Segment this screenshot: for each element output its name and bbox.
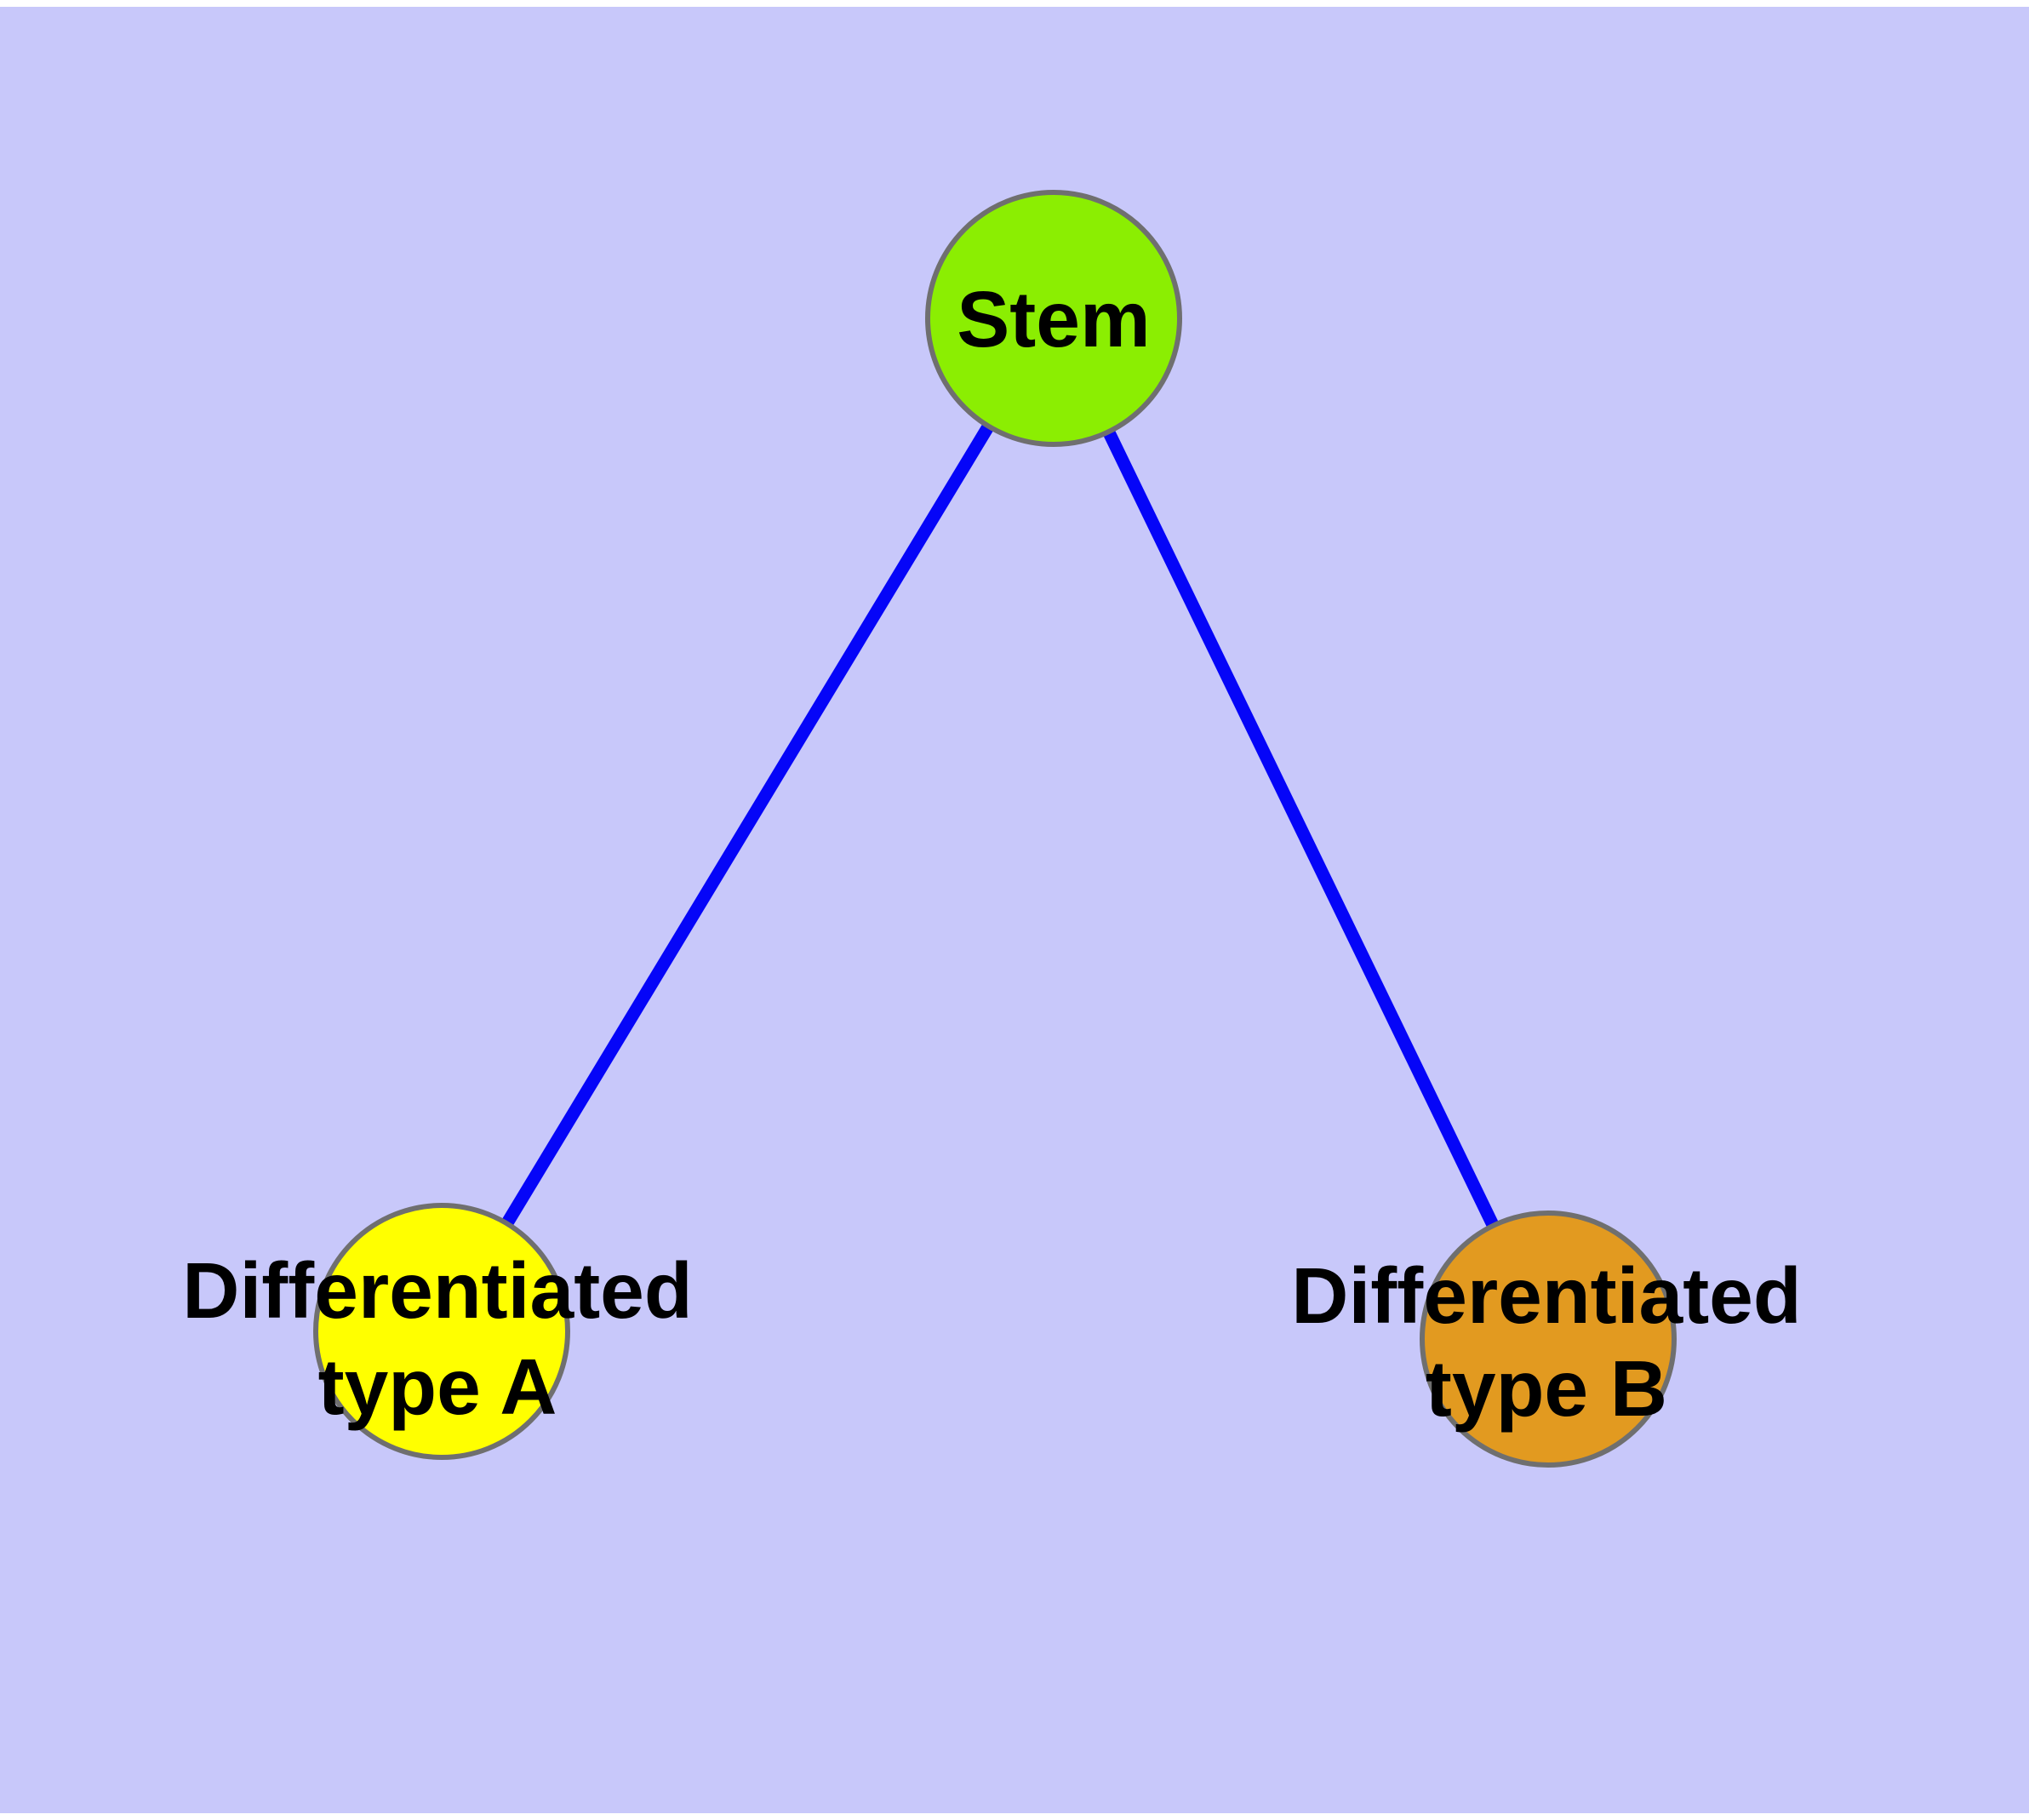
- node-stem-label: Stem: [957, 275, 1150, 363]
- node-type-a-circle: [313, 1203, 570, 1460]
- node-type-a-label-line1: Differentiated: [182, 1246, 692, 1335]
- edge-stem-to-type-b: [1048, 315, 1554, 1342]
- edge-stem-to-type-a: [436, 315, 1060, 1335]
- node-stem-circle: [925, 190, 1182, 447]
- node-type-a-label-line2: type A: [318, 1342, 557, 1431]
- node-type-b-label-line1: Differentiated: [1291, 1251, 1801, 1340]
- node-type-b-circle: [1420, 1210, 1677, 1468]
- node-type-b-label-line2: type B: [1426, 1344, 1667, 1433]
